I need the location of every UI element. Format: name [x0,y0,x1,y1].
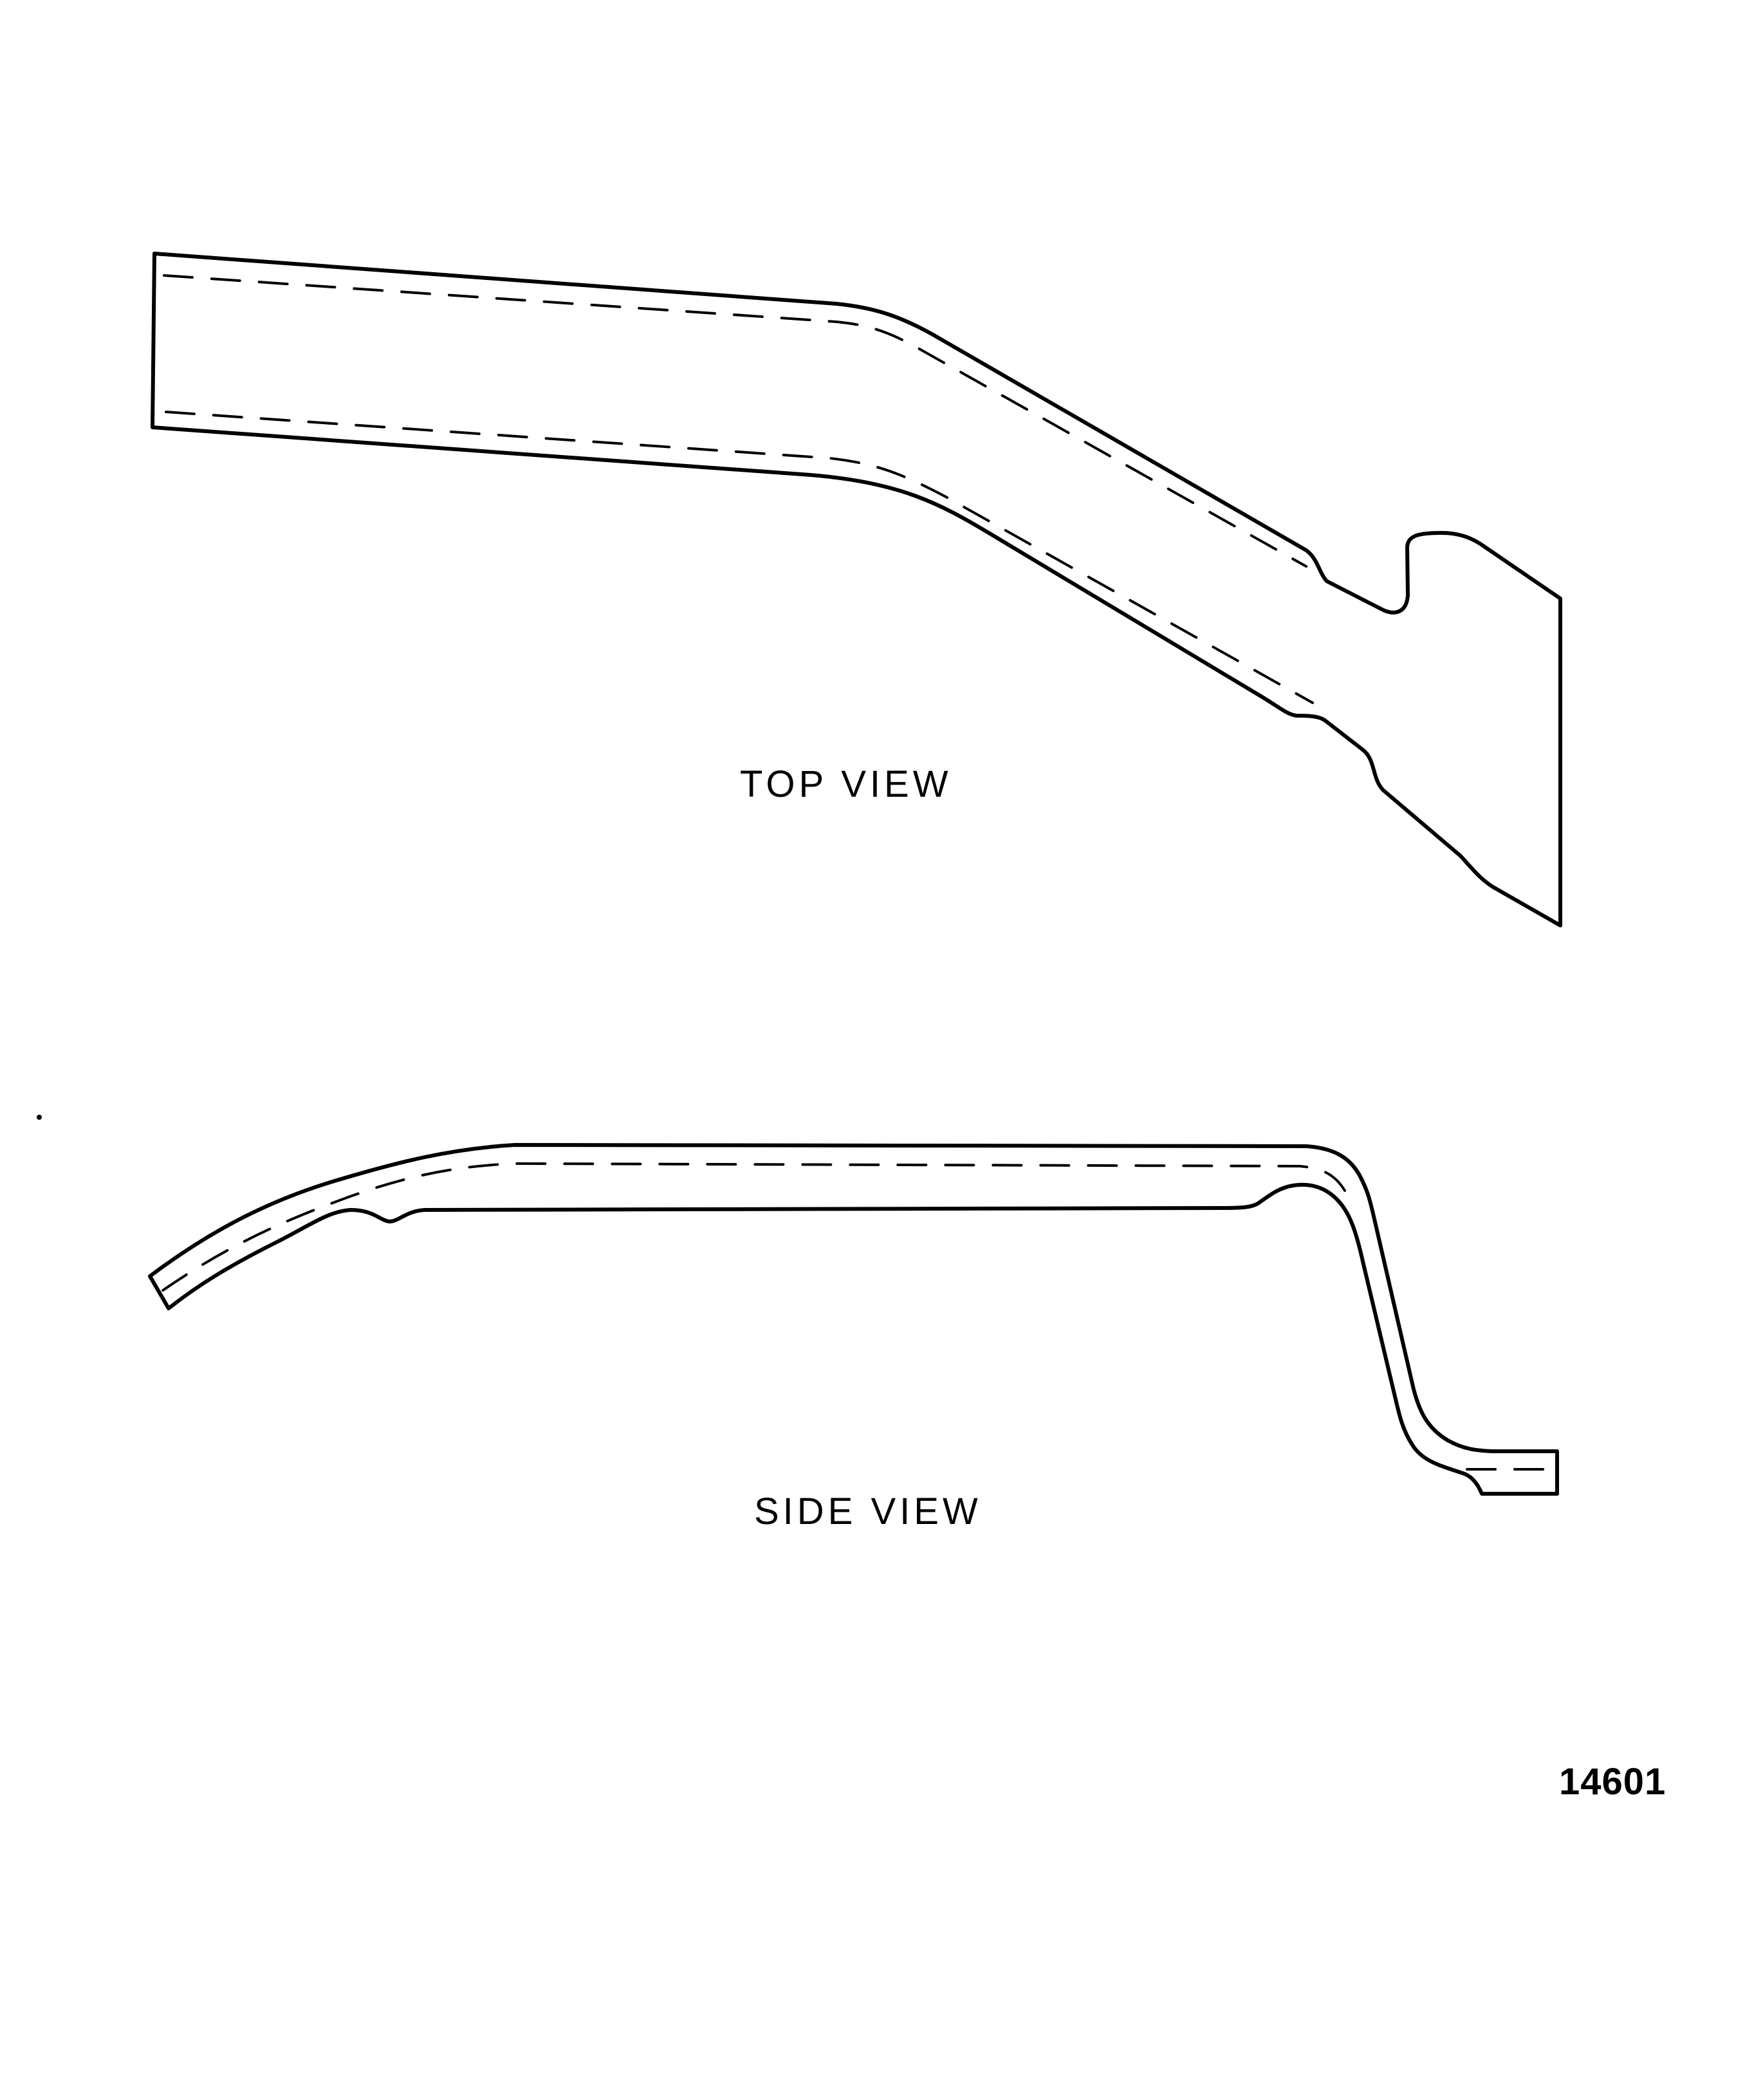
top-view-part [151,252,1562,927]
top-view-label: TOP VIEW [740,763,952,805]
top-view-hidden-line-lower [165,411,1314,704]
stray-mark [37,1115,42,1120]
top-view-hidden-line-upper [163,274,1307,568]
side-view-hidden-line [162,1162,1346,1292]
side-view-outline [148,1143,1559,1496]
figure-number: 14601 [1559,1761,1666,1803]
top-view-outline [151,252,1562,927]
side-view-part [148,1143,1559,1496]
side-view-label: SIDE VIEW [754,1491,982,1532]
